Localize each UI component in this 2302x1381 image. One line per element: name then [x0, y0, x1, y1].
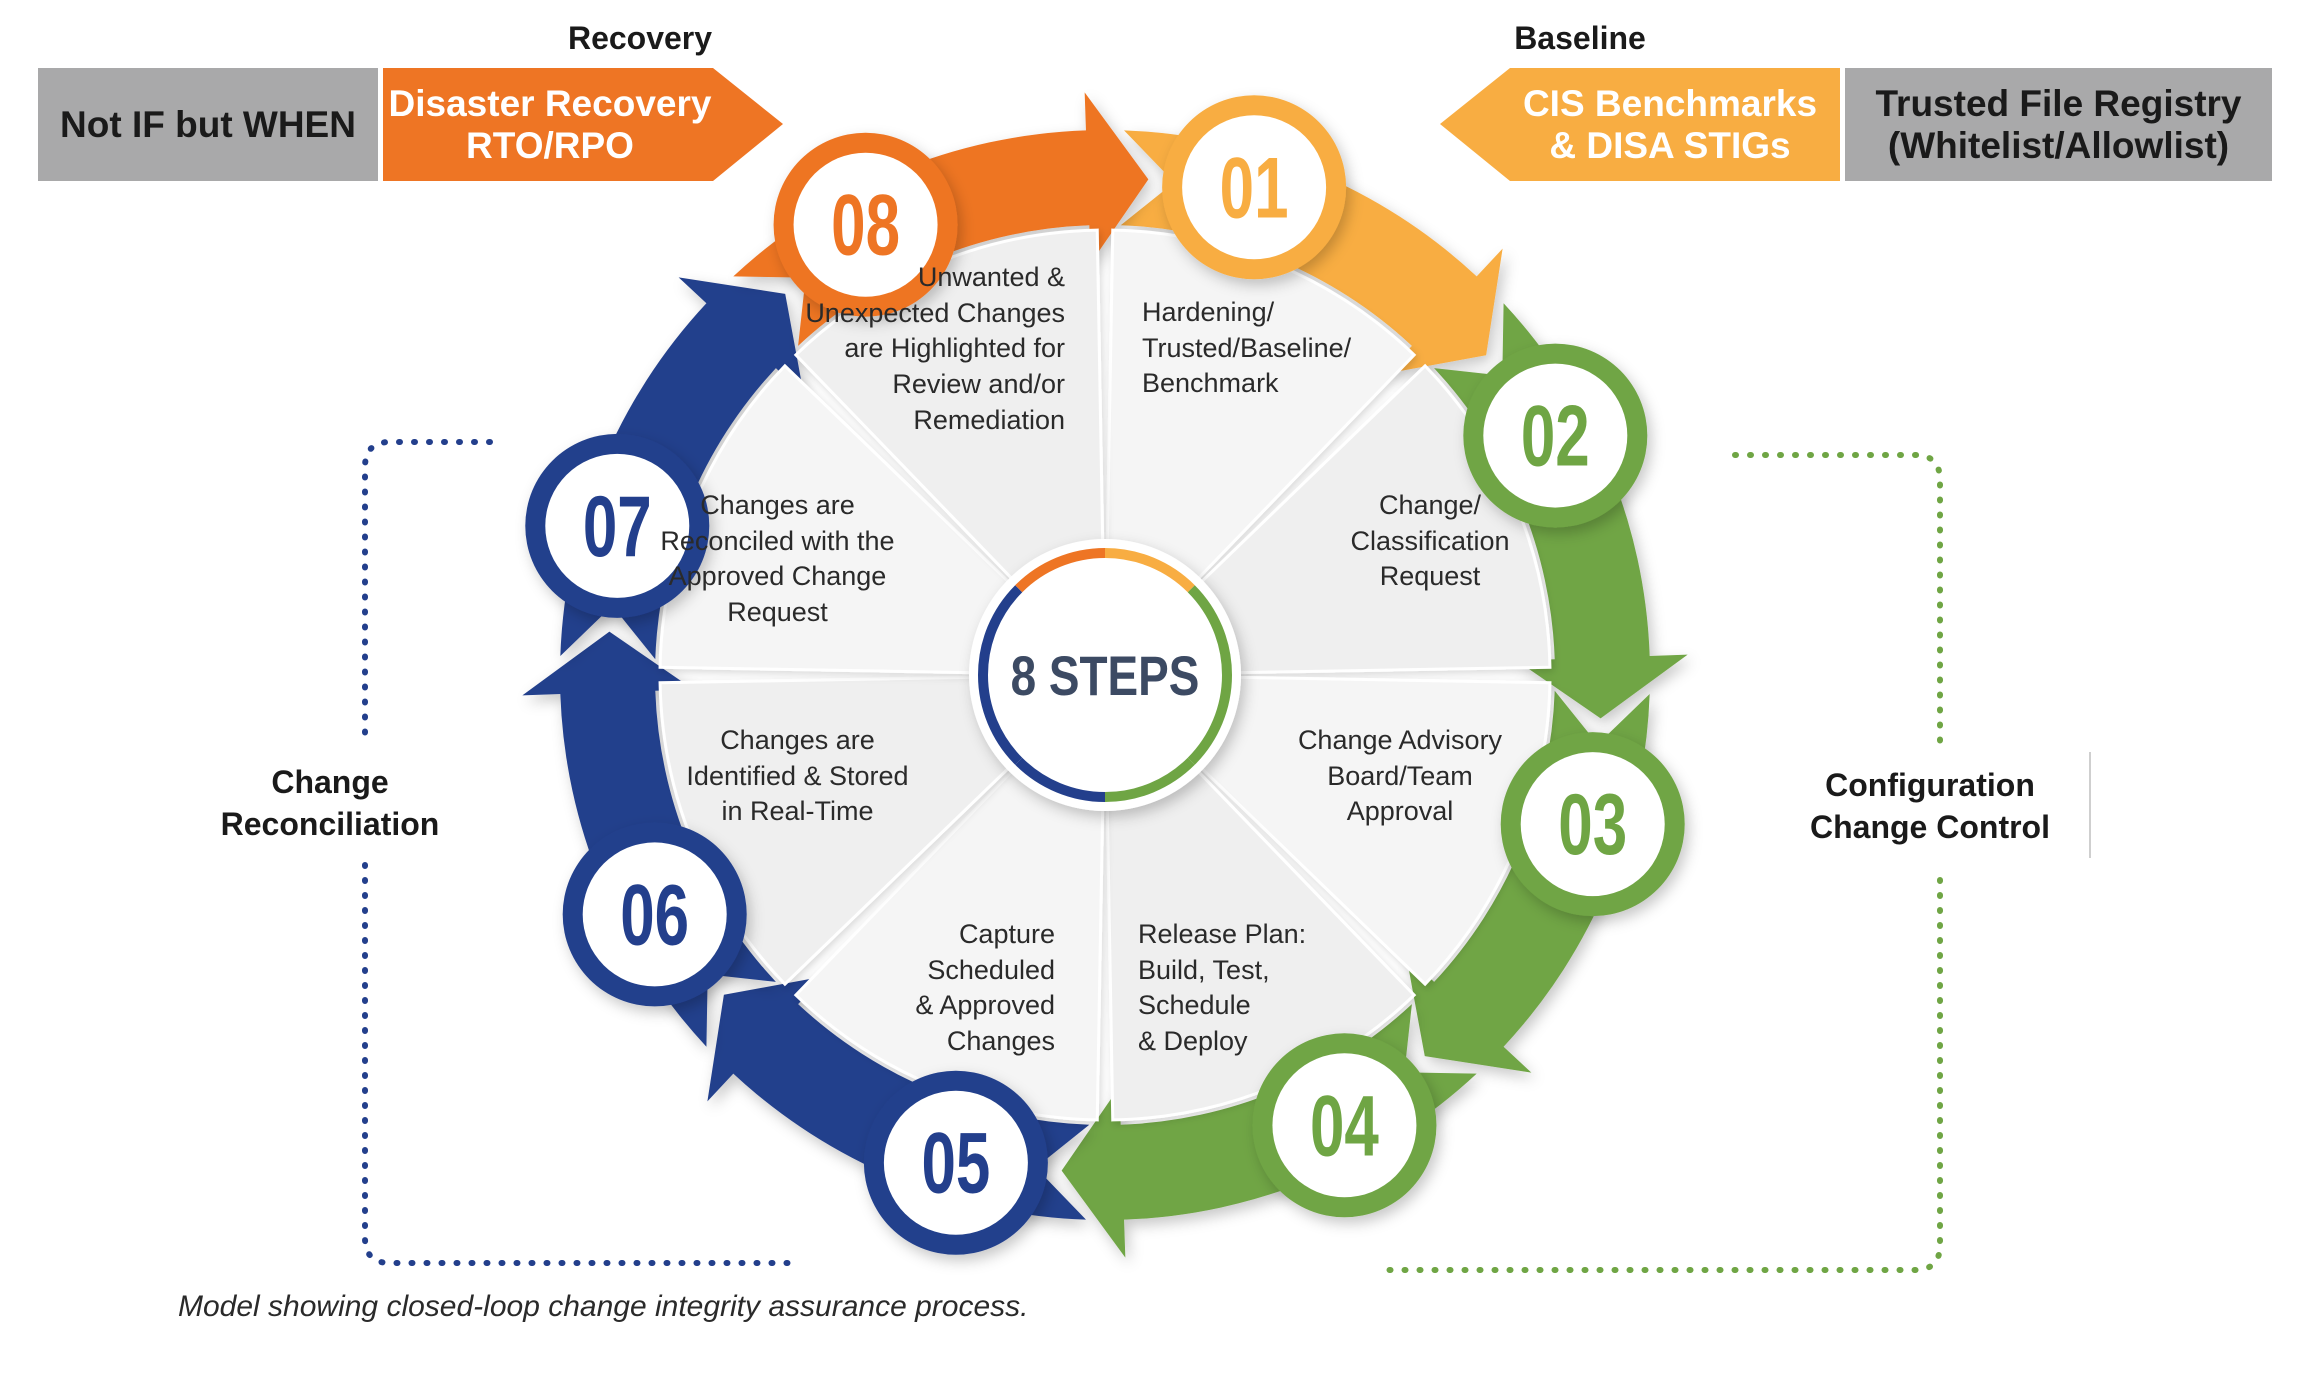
step-04-number: 04 — [1310, 1077, 1379, 1173]
disaster-recovery-line2: RTO/RPO — [466, 124, 634, 166]
disaster-recovery-line1: Disaster Recovery — [388, 83, 712, 125]
step-04-text: Release Plan: Build, Test, Schedule & De… — [1138, 919, 1307, 1056]
cis-benchmarks-text: CIS Benchmarks & DISA STIGs — [1505, 68, 1835, 181]
disaster-recovery-arrow-box — [383, 68, 783, 181]
disaster-recovery-text: Disaster Recovery RTO/RPO — [385, 68, 715, 181]
center-ring-arc — [1015, 548, 1106, 593]
step-06-badge: 06 — [562, 822, 747, 1007]
step-05-badge: 05 — [863, 1070, 1048, 1255]
step-01-badge: 01 — [1162, 95, 1347, 280]
change-reconciliation-label: Change Reconciliation — [190, 762, 470, 845]
center-label: 8 STEPS — [1011, 645, 1200, 707]
recovery-header: Recovery — [567, 20, 713, 56]
center-hub — [969, 539, 1241, 811]
step-01-number: 01 — [1220, 139, 1289, 235]
configuration-change-control-label: Configuration Change Control — [1780, 765, 2080, 848]
center-ring-arc — [1104, 548, 1195, 593]
step-03-number: 03 — [1558, 776, 1627, 872]
diagram-caption: Model showing closed-loop change integri… — [178, 1290, 1029, 1323]
center-ring-arc — [978, 674, 1023, 765]
change-reconciliation-line1: Change — [271, 764, 389, 800]
step-02-number: 02 — [1521, 388, 1590, 484]
change-reconciliation-line2: Reconciliation — [220, 805, 440, 842]
center-ring-arc — [1187, 674, 1232, 765]
configuration-change-control-line1: Configuration — [1825, 767, 2035, 803]
step-04-badge: 04 — [1252, 1033, 1437, 1218]
baseline-header: Baseline — [1514, 20, 1646, 56]
step-08-number: 08 — [831, 177, 900, 273]
step-03-badge: 03 — [1500, 732, 1685, 917]
step-07-text: Changes are Reconciled with the Approved… — [660, 490, 895, 627]
cis-benchmarks-arrow-box — [1440, 68, 1840, 181]
step-07-number: 07 — [583, 478, 652, 574]
trusted-file-registry-line2: (Whitelist/Allowlist) — [1887, 124, 2230, 166]
trusted-file-registry-box: Trusted File Registry (Whitelist/Allowli… — [1845, 68, 2272, 181]
cis-benchmarks-line1: CIS Benchmarks — [1522, 83, 1818, 125]
configuration-change-control-line2: Change Control — [1810, 808, 2050, 845]
cis-benchmarks-line2: & DISA STIGs — [1549, 124, 1791, 166]
not-if-but-when-box: Not IF but WHEN — [38, 68, 378, 181]
step-02-text: Change/ Classification Request — [1350, 490, 1510, 592]
step-02-badge: 02 — [1463, 343, 1648, 528]
step-05-text: Capture Scheduled & Approved Changes — [915, 919, 1055, 1056]
step-07-badge: 07 — [525, 433, 710, 618]
step-05-number: 05 — [921, 1115, 990, 1211]
center-ring-arc — [1104, 757, 1195, 802]
step-08-badge: 08 — [773, 132, 958, 317]
right-dotted-loop — [1382, 452, 1943, 1273]
step-03-text: Change Advisory Board/Team Approval — [1297, 725, 1503, 827]
not-if-but-when-label: Not IF but WHEN — [60, 103, 356, 145]
step-01-text: Hardening/ Trusted/Baseline/ Benchmark — [1142, 297, 1352, 399]
step-06-text: Changes are Identified & Stored in Real-… — [686, 725, 909, 827]
center-ring-arc — [978, 585, 1023, 676]
step-06-number: 06 — [620, 866, 689, 962]
trusted-file-registry-line1: Trusted File Registry — [1875, 83, 2242, 125]
step-08-text: Unwanted & Unexpected Changes are Highli… — [805, 262, 1065, 435]
center-ring-arc — [1187, 585, 1232, 676]
center-ring-arc — [1015, 757, 1106, 802]
left-dotted-loop — [362, 439, 803, 1266]
